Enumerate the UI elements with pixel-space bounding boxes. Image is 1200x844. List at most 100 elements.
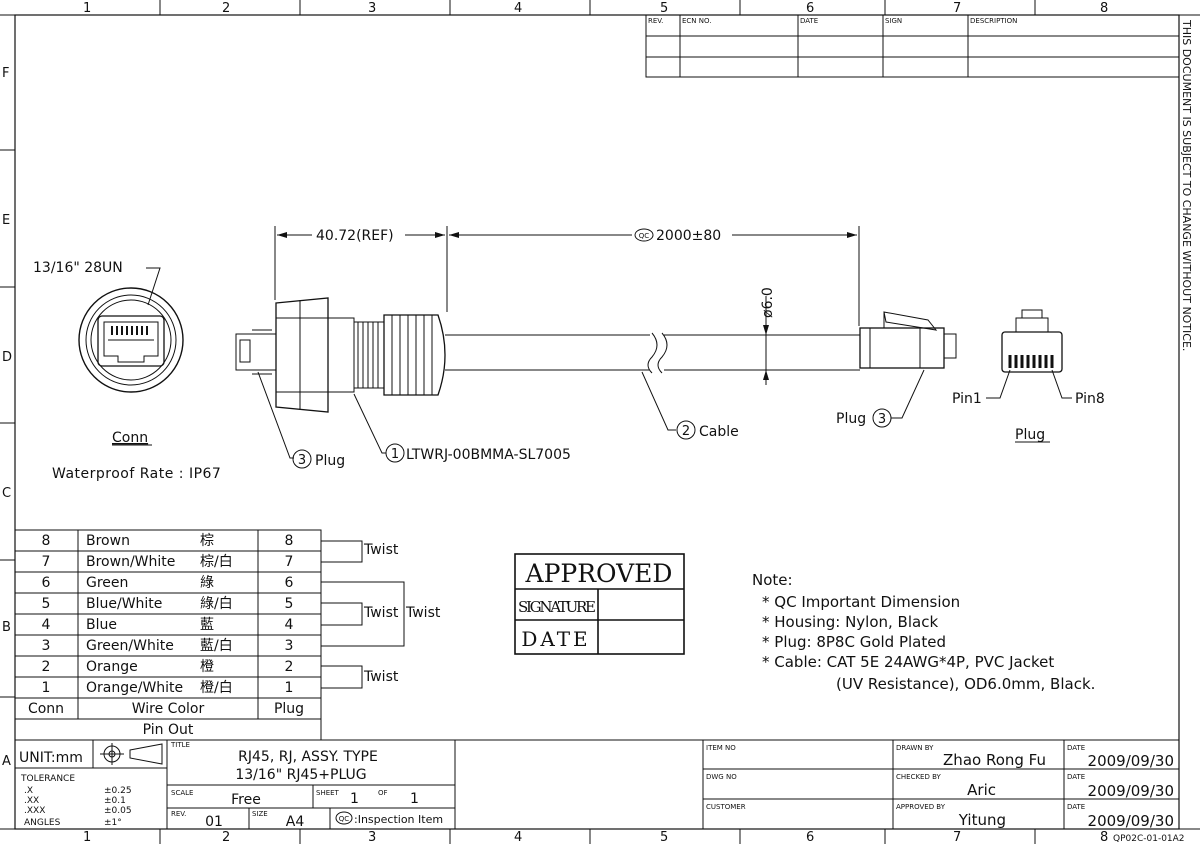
title-label: TITLE bbox=[170, 741, 190, 749]
zone-col-7-bottom: 7 bbox=[953, 830, 961, 844]
svg-text:±0.05: ±0.05 bbox=[104, 806, 132, 816]
svg-text:5: 5 bbox=[42, 596, 51, 612]
zone-col-4-bottom: 4 bbox=[514, 830, 522, 844]
svg-text:棕/白: 棕/白 bbox=[200, 554, 233, 570]
sign-header: SIGN bbox=[885, 17, 902, 25]
twist-label-4: Twist bbox=[363, 669, 399, 685]
zone-row-b: B bbox=[2, 620, 11, 635]
svg-text:5: 5 bbox=[285, 596, 294, 612]
customer-label: CUSTOMER bbox=[706, 803, 746, 811]
qc-mark-icon bbox=[634, 228, 654, 242]
drawn-by-label: DRAWN BY bbox=[896, 744, 934, 752]
pinout-row-5: 5 Blue/White 綠/白 5 bbox=[42, 596, 294, 612]
tolerance-label: TOLERANCE bbox=[20, 774, 75, 784]
svg-text:±0.25: ±0.25 bbox=[104, 786, 132, 796]
pinout-header-plug: Plug bbox=[274, 701, 304, 717]
plug-end-view: Pin1 Pin8 Plug bbox=[952, 309, 1105, 443]
note-line-3: * Plug: 8P8C Gold Plated bbox=[762, 633, 946, 651]
twist-label-1: Twist bbox=[363, 542, 399, 558]
svg-text:.X: .X bbox=[24, 786, 33, 796]
zone-col-6-bottom: 6 bbox=[806, 830, 814, 844]
size-label: SIZE bbox=[252, 810, 268, 818]
dimension-lines: 40.72(REF) QC 2000±80 ø6.0 bbox=[274, 226, 860, 385]
plug-view-title: Plug bbox=[1015, 427, 1045, 443]
thread-label: 13/16" 28UN bbox=[33, 260, 123, 276]
svg-text:±1°: ±1° bbox=[104, 818, 122, 828]
svg-text:橙/白: 橙/白 bbox=[200, 680, 233, 696]
svg-text:7: 7 bbox=[285, 554, 294, 570]
pin1-label: Pin1 bbox=[952, 391, 982, 407]
diameter-dimension: ø6.0 bbox=[760, 287, 776, 318]
pinout-footer: Pin Out bbox=[143, 722, 194, 738]
rev-label: REV. bbox=[171, 810, 186, 818]
svg-text:8: 8 bbox=[42, 533, 51, 549]
svg-text:綠: 綠 bbox=[200, 575, 214, 591]
pinout-row-2: 2 Orange 橙 2 bbox=[42, 659, 294, 675]
note-line-5: (UV Resistance), OD6.0mm, Black. bbox=[836, 675, 1095, 693]
stamp-date: DATE bbox=[521, 627, 590, 651]
connector-front-view: 13/16" 28UN Conn Waterproof Rate : IP67 bbox=[33, 260, 221, 482]
zone-col-1-bottom: 1 bbox=[83, 830, 91, 844]
change-notice: THIS DOCUMENT IS SUBJECT TO CHANGE WITHO… bbox=[1180, 19, 1193, 351]
svg-text:8: 8 bbox=[285, 533, 294, 549]
approved-by-value: Yitung bbox=[958, 811, 1006, 829]
twist-label-2: Twist bbox=[363, 605, 399, 621]
checked-by-label: CHECKED BY bbox=[896, 773, 942, 781]
svg-text:6: 6 bbox=[42, 575, 51, 591]
sheet-value: 1 bbox=[350, 791, 359, 807]
qc-mark-text: QC bbox=[639, 232, 650, 240]
svg-text:.XXX: .XXX bbox=[24, 806, 45, 816]
stamp-signature: SIGNATURE bbox=[518, 598, 596, 616]
callout-1-num: 1 bbox=[391, 447, 399, 462]
description-header: DESCRIPTION bbox=[970, 17, 1017, 25]
zone-row-e: E bbox=[2, 213, 10, 228]
svg-text:Blue: Blue bbox=[86, 617, 117, 633]
callout-3-plug-right-bubble bbox=[872, 408, 892, 428]
date-header: DATE bbox=[800, 17, 818, 25]
callout-2-bubble bbox=[676, 420, 696, 440]
svg-text:藍/白: 藍/白 bbox=[200, 638, 233, 654]
svg-text:4: 4 bbox=[42, 617, 51, 633]
pinout-row-4: 4 Blue 藍 4 bbox=[42, 617, 294, 633]
connector-contacts bbox=[111, 326, 148, 335]
callout-3-plug-num: 3 bbox=[298, 453, 306, 468]
title-line-1: RJ45, RJ, ASSY. TYPE bbox=[238, 749, 378, 765]
checked-date: 2009/09/30 bbox=[1088, 782, 1174, 800]
zone-row-d: D bbox=[2, 350, 12, 365]
title-block: UNIT:mm TOLERANCE .X ±0.25 .XX ±0.1 .XXX… bbox=[14, 739, 1180, 830]
svg-text:Brown: Brown bbox=[86, 533, 130, 549]
svg-text:Brown/White: Brown/White bbox=[86, 554, 175, 570]
pinout-row-6: 6 Green 綠 6 bbox=[42, 575, 294, 591]
of-value: 1 bbox=[410, 791, 419, 807]
zone-col-7: 7 bbox=[953, 1, 961, 16]
svg-text:3: 3 bbox=[285, 638, 294, 654]
callouts: 3 Plug 1 LTWRJ-00BMMA-SL7005 2 Cable 3 P… bbox=[257, 369, 925, 469]
revision-table: REV. ECN NO. DATE SIGN DESCRIPTION bbox=[645, 14, 1180, 78]
plug-pins bbox=[1008, 355, 1054, 368]
zone-col-5-bottom: 5 bbox=[660, 830, 668, 844]
svg-text:Green: Green bbox=[86, 575, 128, 591]
approved-by-label: APPROVED BY bbox=[896, 803, 946, 811]
inspection-item: :Inspection Item bbox=[354, 813, 443, 826]
zone-col-2-bottom: 2 bbox=[222, 830, 230, 844]
callout-2-num: 2 bbox=[682, 424, 690, 439]
size-value: A4 bbox=[286, 814, 305, 830]
drawn-by-value: Zhao Rong Fu bbox=[943, 751, 1046, 769]
zone-col-3: 3 bbox=[368, 1, 376, 16]
zone-col-3-bottom: 3 bbox=[368, 830, 376, 844]
svg-text:7: 7 bbox=[42, 554, 51, 570]
date-label-3: DATE bbox=[1067, 803, 1085, 811]
callout-1-label: LTWRJ-00BMMA-SL7005 bbox=[406, 447, 571, 463]
title-line-2: 13/16" RJ45+PLUG bbox=[235, 767, 366, 783]
svg-text:ANGLES: ANGLES bbox=[24, 818, 61, 828]
row-zones: F E D C B A bbox=[0, 66, 15, 769]
svg-text:1: 1 bbox=[285, 680, 294, 696]
thread-lines bbox=[357, 322, 379, 388]
callout-2-label: Cable bbox=[699, 424, 739, 440]
projection-symbol-icon bbox=[100, 743, 163, 765]
callout-3-plug-right-label: Plug bbox=[836, 411, 866, 427]
approved-date: 2009/09/30 bbox=[1088, 812, 1174, 830]
cable-length-dimension: 2000±80 bbox=[656, 228, 721, 244]
svg-text:.XX: .XX bbox=[24, 796, 39, 806]
